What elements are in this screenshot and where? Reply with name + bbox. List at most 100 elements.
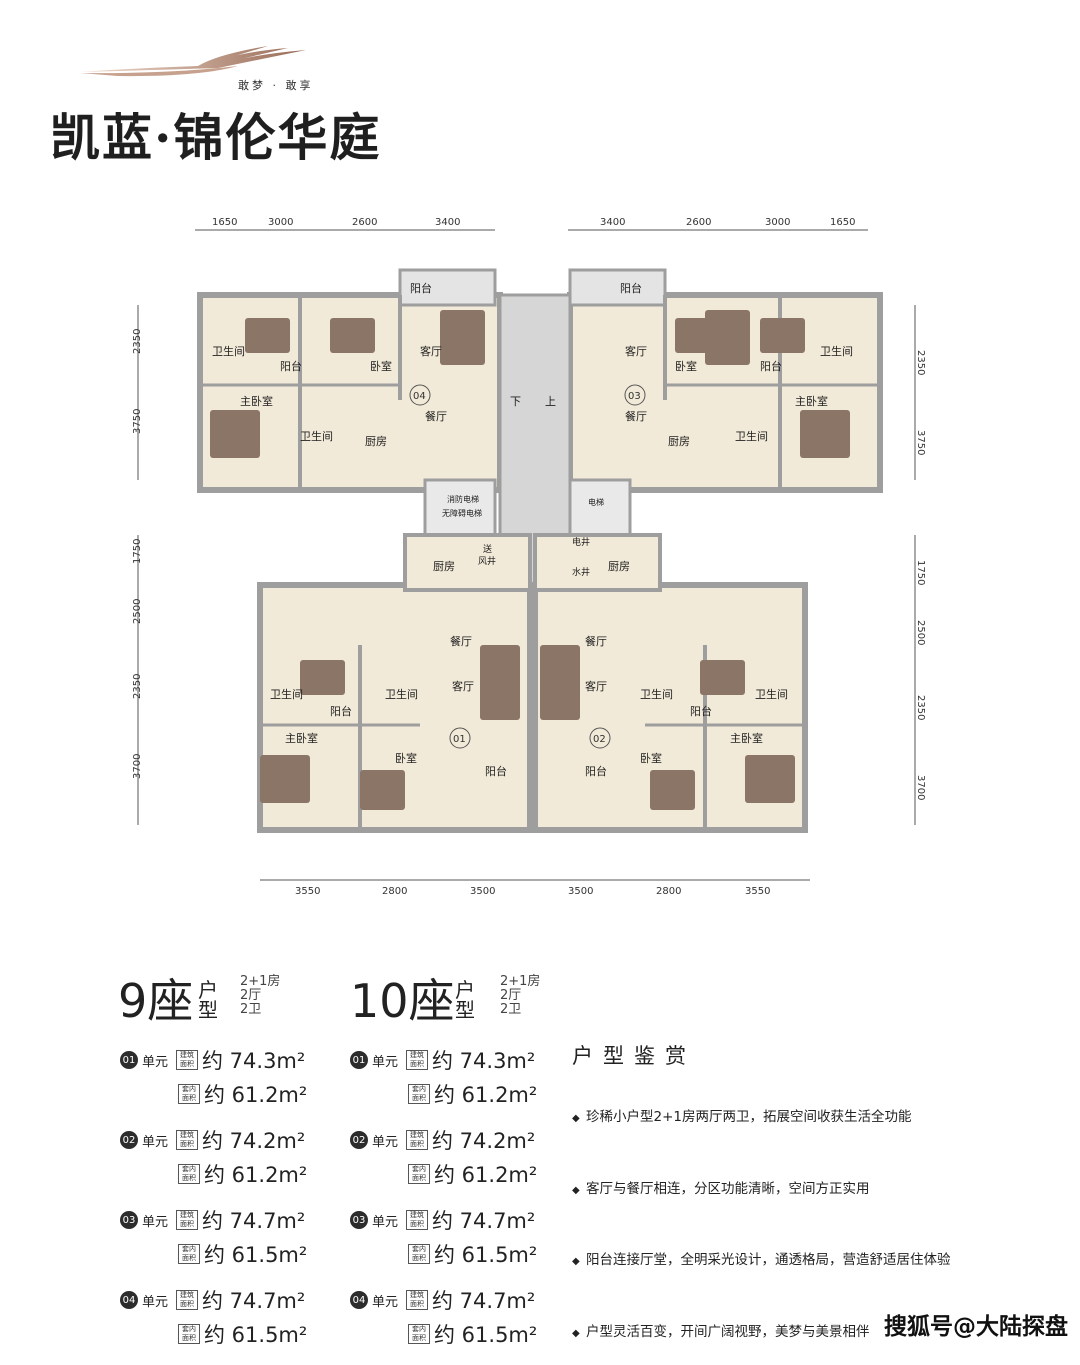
- seat10-spec: 2+1房 2厅 2卫: [500, 975, 540, 1017]
- brand-title: 凯蓝·锦伦华庭: [50, 108, 382, 167]
- fire-elevator: 消防电梯: [447, 494, 479, 504]
- inner-area-tag: 套内面积: [178, 1084, 200, 1104]
- room-bath-01a: 卫生间: [270, 687, 303, 701]
- floor-plan: 1650 3000 2600 3400 3400 2600 3000 1650 …: [132, 217, 926, 897]
- room-master-03: 主卧室: [795, 394, 828, 408]
- room-kitchen-03: 厨房: [668, 435, 690, 448]
- bullet-icon: ◆: [572, 1185, 580, 1196]
- unit-number-badge: 03: [350, 1211, 368, 1229]
- feature-item: ◆ 阳台连接厅堂，全明采光设计，通透格局，营造舒适居住体验: [572, 1248, 951, 1268]
- build-area-value: 约 74.3m²: [432, 1049, 536, 1073]
- dim-bottom-4: 2800: [656, 886, 681, 897]
- inner-area-value: 约 61.5m²: [204, 1323, 308, 1347]
- inner-area-tag: 套内面积: [178, 1244, 200, 1264]
- seat9-title: 9座: [118, 974, 194, 1028]
- build-area-tag: 建筑面积: [406, 1130, 428, 1150]
- seat9-type-label: 户型: [198, 978, 218, 1022]
- room-living-03: 客厅: [625, 344, 647, 358]
- room-dining-02: 餐厅: [585, 634, 607, 648]
- unit-number-badge: 02: [350, 1131, 368, 1149]
- room-balcony-01: 阳台: [485, 764, 507, 778]
- inner-area-value: 约 61.2m²: [434, 1163, 538, 1187]
- room-living-01: 客厅: [452, 679, 474, 693]
- watermark: 搜狐号@大陆探盘: [884, 1314, 1068, 1340]
- air-shaft-b: 风井: [478, 555, 496, 567]
- inner-area-value: 约 61.2m²: [204, 1163, 308, 1187]
- building-walls: [197, 268, 883, 833]
- feature-item: ◆客厅与餐厅相连，分区功能清晰，空间方正实用: [572, 1177, 870, 1197]
- unit-inner-row: 套内面积约 61.5m²: [120, 1239, 350, 1269]
- build-area-value: 约 74.7m²: [202, 1289, 306, 1313]
- dim-bottom-2: 3500: [470, 886, 495, 897]
- room-bedroom-04: 卧室: [370, 359, 392, 373]
- unit-label: 单元: [372, 1294, 399, 1310]
- room-bath-02a: 卫生间: [640, 687, 673, 701]
- build-area-tag: 建筑面积: [176, 1210, 198, 1230]
- room-balcony-03b: 阳台: [760, 359, 782, 373]
- unit-num-02: 02: [593, 734, 606, 745]
- unit-inner-row: 套内面积约 61.5m²: [350, 1319, 580, 1349]
- seat9-spec-baths: 2卫: [240, 1002, 262, 1017]
- slogan: 敢梦 · 敢享: [238, 79, 314, 92]
- feature-text: 阳台连接厅堂，全明采光设计，通透格局，营造舒适居住体验: [586, 1252, 951, 1268]
- dim-left-4: 2350: [132, 674, 143, 699]
- dim-top-3: 3400: [435, 217, 460, 228]
- dim-right-1: 3750: [915, 430, 926, 455]
- inner-area-value: 约 61.5m²: [434, 1323, 538, 1347]
- top-dimension-line: 1650 3000 2600 3400 3400 2600 3000 1650: [195, 217, 868, 231]
- room-bath-02b: 卫生间: [755, 687, 788, 701]
- build-area-tag: 建筑面积: [176, 1290, 198, 1310]
- build-area-tag: 建筑面积: [176, 1050, 198, 1070]
- build-area-tag: 建筑面积: [176, 1130, 198, 1150]
- inner-area-tag: 套内面积: [178, 1164, 200, 1184]
- seat10-type-label: 户型: [455, 978, 475, 1022]
- stair-up: 上: [545, 395, 556, 408]
- inner-area-tag: 套内面积: [408, 1164, 430, 1184]
- build-area-tag: 建筑面积: [406, 1050, 428, 1070]
- inner-area-value: 约 61.5m²: [434, 1243, 538, 1267]
- room-bath-03b: 卫生间: [735, 429, 768, 443]
- seat9-spec-rooms: 2+1房: [240, 974, 281, 989]
- room-master-04: 主卧室: [240, 394, 273, 408]
- unit-inner-row: 套内面积约 61.5m²: [120, 1319, 350, 1349]
- unit-number-badge: 03: [120, 1211, 138, 1229]
- dim-bottom-5: 3550: [745, 886, 770, 897]
- seat9-spec-halls: 2厅: [240, 988, 262, 1003]
- bullet-icon: ◆: [572, 1113, 580, 1124]
- barrier-free-elevator: 无障碍电梯: [442, 508, 482, 518]
- unit-label: 单元: [372, 1054, 399, 1070]
- dim-left-5: 3700: [132, 754, 143, 779]
- room-bedroom-03: 卧室: [675, 359, 697, 373]
- room-master-02: 主卧室: [730, 731, 763, 745]
- unit-inner-row: 套内面积约 61.2m²: [350, 1079, 580, 1109]
- build-area-value: 约 74.3m²: [202, 1049, 306, 1073]
- dim-top-1: 3000: [268, 217, 293, 228]
- room-bath-04b: 卫生间: [300, 429, 333, 443]
- seat10-title: 10座: [350, 974, 455, 1028]
- build-area-tag: 建筑面积: [406, 1210, 428, 1230]
- dim-top-2: 2600: [352, 217, 377, 228]
- room-dining-04: 餐厅: [425, 409, 447, 423]
- dim-left-0: 2350: [132, 329, 143, 354]
- build-area-value: 约 74.7m²: [432, 1209, 536, 1233]
- bullet-icon: ◆: [572, 1256, 580, 1267]
- room-dining-03: 餐厅: [625, 409, 647, 423]
- inner-area-value: 约 61.2m²: [204, 1083, 308, 1107]
- unit-number-badge: 04: [120, 1291, 138, 1309]
- unit-label: 单元: [142, 1214, 169, 1230]
- room-bedroom-01: 卧室: [395, 751, 417, 765]
- room-living-04: 客厅: [420, 344, 442, 358]
- furniture: [210, 310, 850, 810]
- brand-logo-icon: [80, 46, 306, 77]
